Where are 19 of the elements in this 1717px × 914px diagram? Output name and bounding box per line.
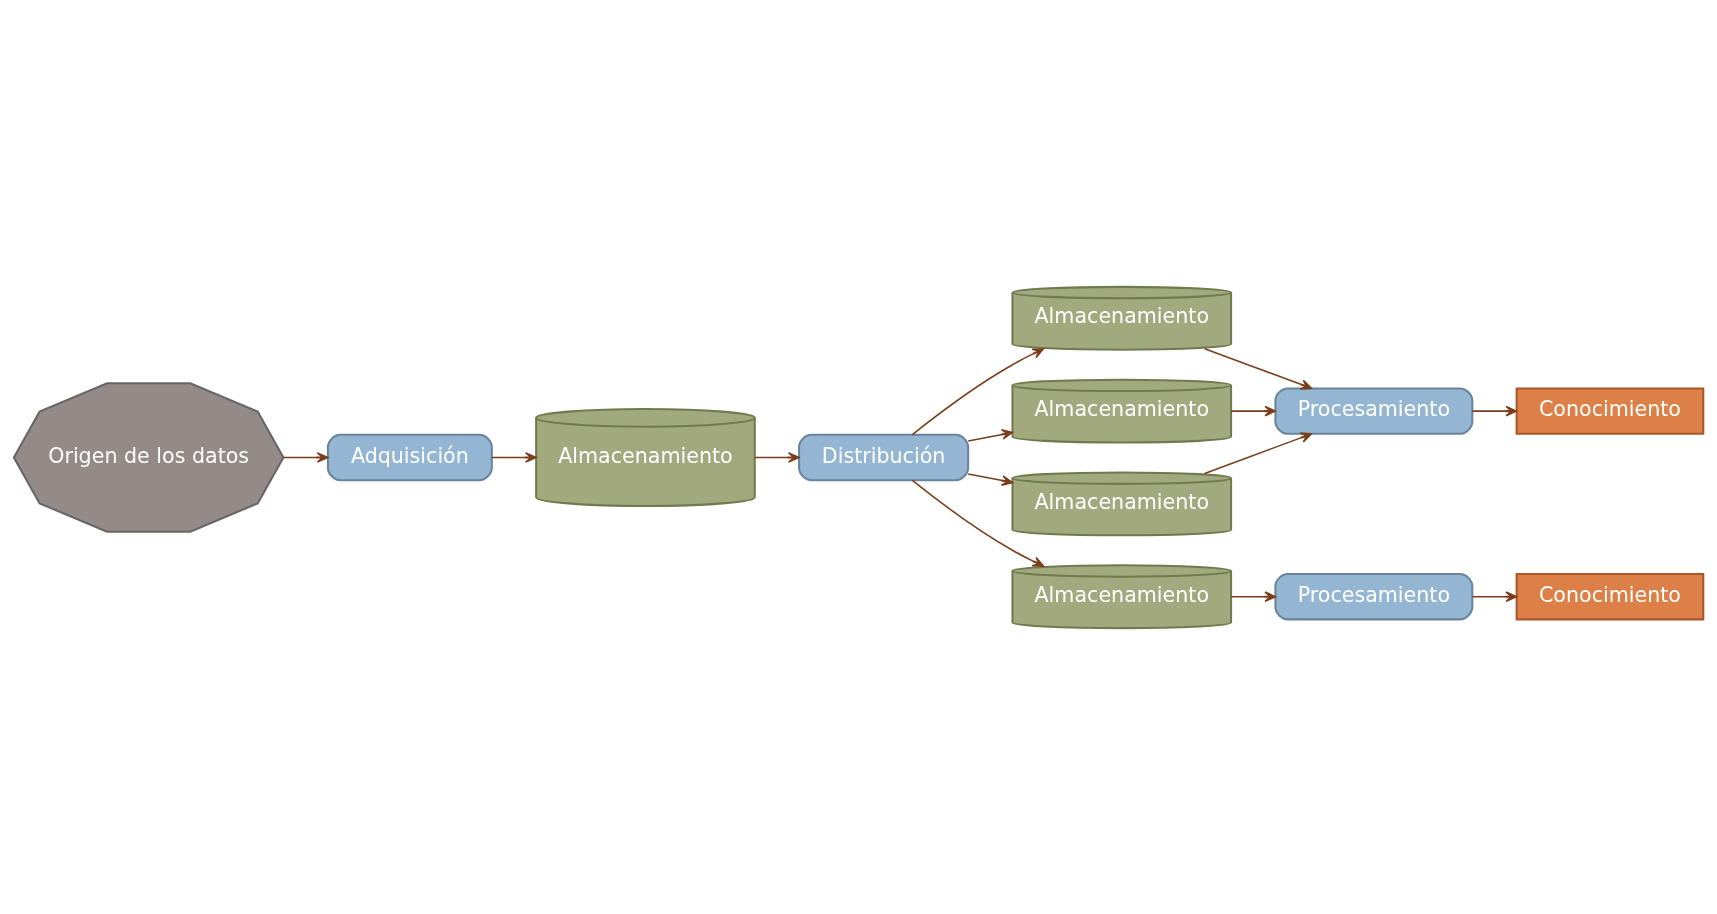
arrow: [491, 451, 537, 463]
node-box: Procesamiento: [1274, 572, 1474, 620]
arrow: [911, 479, 1045, 567]
arrow: [1203, 431, 1313, 474]
arrow: [282, 451, 329, 463]
node-box: Procesamiento: [1274, 386, 1474, 435]
arrow: [1203, 347, 1313, 390]
arrow: [1230, 405, 1277, 416]
arrow: [911, 347, 1045, 435]
node-box: Distribución: [798, 433, 970, 481]
arrow: [1230, 590, 1277, 602]
node-box: Conocimiento: [1515, 572, 1705, 620]
arrow: [967, 472, 1014, 486]
arrow: [967, 428, 1014, 442]
node-box: Adquisición: [326, 433, 493, 481]
node-box: Conocimiento: [1515, 386, 1705, 435]
arrow: [1471, 590, 1518, 602]
arrow: [754, 451, 800, 463]
arrow: [1471, 405, 1518, 416]
